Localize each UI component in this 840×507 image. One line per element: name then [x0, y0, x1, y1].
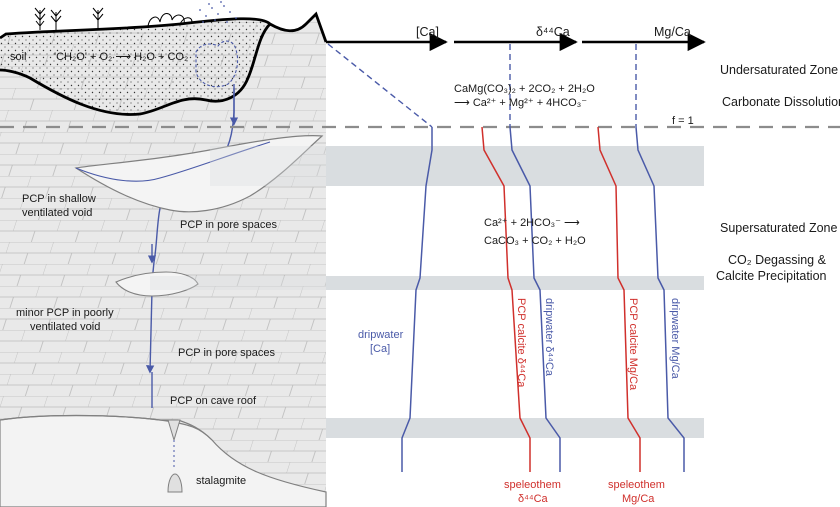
- speleothem-d44-label-2: δ⁴⁴Ca: [518, 493, 549, 505]
- axis-ca-label: [Ca]: [416, 25, 439, 39]
- roof-label: PCP on cave roof: [170, 395, 257, 407]
- dissolution-eq-1: CaMg(CO₃)₂ + 2CO₂ + 2H₂O: [454, 83, 595, 95]
- soil-label: soil: [10, 51, 27, 63]
- profile-curves: [401, 126, 685, 472]
- soil-base-line: [0, 23, 272, 116]
- f-label: f = 1: [672, 115, 694, 127]
- minor-void: [115, 271, 199, 297]
- band-shallow: [326, 146, 704, 186]
- infiltration-pocket: [195, 40, 239, 88]
- stalagmite-icon: [167, 473, 183, 493]
- dripwater-ca-label-1: dripwater: [358, 329, 404, 341]
- drip-mgca-label: dripwater Mg/Ca: [669, 298, 681, 380]
- ground-surface: [0, 11, 328, 43]
- soil-layer: [0, 18, 270, 115]
- supersaturated-label: Supersaturated Zone: [720, 221, 837, 235]
- dripwater-ca-label-2: [Ca]: [370, 343, 390, 355]
- minor-void-label-2: ventilated void: [30, 321, 100, 333]
- degassing-label-1: CO₂ Degassing &: [728, 253, 827, 267]
- degassing-label-2: Calcite Precipitation: [716, 269, 827, 283]
- axis-d44ca-label: δ⁴⁴Ca: [536, 25, 570, 39]
- pcp-d44ca-label: PCP calcite δ⁴⁴Ca: [515, 298, 527, 388]
- shallow-void-label-1: PCP in shallow: [22, 193, 96, 205]
- shallow-void: [74, 135, 324, 213]
- speleothem-d44-label-1: speleothem: [504, 479, 561, 491]
- curve-drip-mgca: [635, 126, 685, 472]
- curve-dripwater-ca: [401, 127, 433, 472]
- curve-pcp-d44ca: [481, 126, 531, 472]
- minor-void-label-1: minor PCP in poorly: [16, 307, 114, 319]
- infiltration-dots: [199, 1, 237, 23]
- speleothem-mg-label-1: speleothem: [608, 479, 665, 491]
- stalactite-icon: [167, 419, 181, 442]
- pore-label-2: PCP in pore spaces: [178, 347, 276, 359]
- pcp-bands: [150, 146, 704, 438]
- vegetation-icon: [34, 7, 193, 30]
- precip-eq-1: Ca²⁺ + 2HCO₃⁻ ⟶: [484, 217, 580, 229]
- speleothem-mg-label-2: Mg/Ca: [622, 493, 655, 505]
- dissolution-label: Carbonate Dissolution: [722, 95, 840, 109]
- shallow-void-label-2: ventilated void: [22, 207, 92, 219]
- stalagmite-label: stalagmite: [196, 475, 246, 487]
- band-roof: [326, 418, 704, 438]
- precip-eq-2: CaCO₃ + CO₂ + H₂O: [484, 235, 586, 247]
- band-minor: [326, 276, 704, 290]
- undersaturated-label: Undersaturated Zone: [720, 63, 838, 77]
- pcp-mgca-label: PCP calcite Mg/Ca: [627, 298, 639, 391]
- pore-label-1: PCP in pore spaces: [180, 219, 278, 231]
- rock-section: [0, 1, 328, 507]
- curve-drip-d44ca: [509, 126, 561, 472]
- dissolution-eq-2: ⟶ Ca²⁺ + Mg²⁺ + 4HCO₃⁻: [454, 97, 587, 109]
- undersaturated-curves: [327, 43, 637, 128]
- soil-reaction: 'CH₂O' + O₂ ⟶ H₂O + CO₂: [54, 51, 188, 63]
- drip-d44ca-label: dripwater δ⁴⁴Ca: [543, 298, 555, 377]
- curve-pcp-mgca: [597, 126, 641, 472]
- axis-mgca-label: Mg/Ca: [654, 25, 691, 39]
